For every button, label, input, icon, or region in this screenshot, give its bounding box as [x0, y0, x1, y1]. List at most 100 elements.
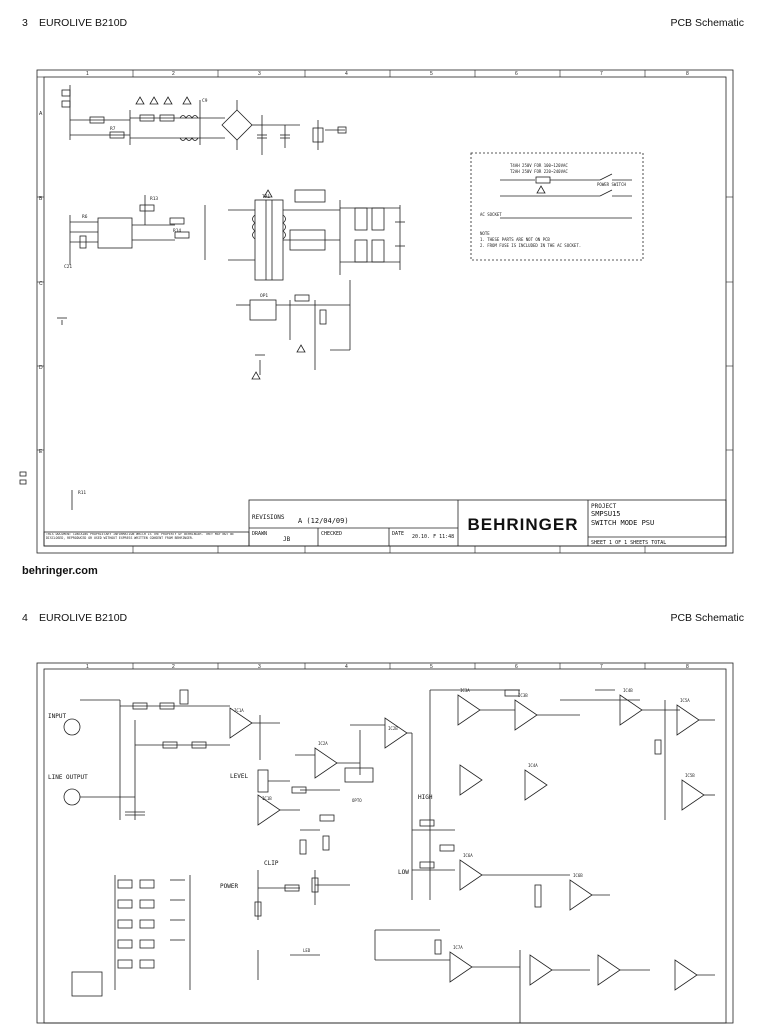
- section-title: PCB Schematic: [670, 612, 744, 624]
- component-label: R11: [78, 490, 86, 496]
- grid-row-label: E: [39, 449, 43, 455]
- ic-label: IC3B: [518, 693, 528, 698]
- grid-col-label: 2: [172, 664, 175, 670]
- grid-col-label: 8: [686, 664, 689, 670]
- grid-col-label: 1: [86, 664, 89, 670]
- title-block: [43, 499, 727, 547]
- led-label: LED: [303, 948, 311, 953]
- power-label: POWER: [220, 883, 238, 890]
- component-label: R6: [82, 214, 88, 220]
- project-label: PROJECT: [591, 503, 617, 510]
- note-power-switch: POWER SWITCH: [597, 182, 626, 187]
- crossover-lower: [374, 874, 715, 1023]
- page-number: 3: [22, 17, 28, 29]
- ic-label: IC5A: [680, 698, 690, 703]
- warning-icons: [135, 96, 546, 380]
- grid-col-label: 4: [345, 664, 348, 670]
- grid-ticks-1: [37, 70, 733, 553]
- grid-col-label: 6: [515, 71, 518, 77]
- pwm-controller: [69, 195, 206, 265]
- grid-col-label: 6: [515, 664, 518, 670]
- transformer-tr1: [228, 199, 340, 281]
- project-name: SWITCH MODE PSU: [591, 519, 654, 527]
- mains-input-section: [61, 85, 225, 145]
- revisions-label: REVISIONS: [252, 514, 285, 521]
- note-ac-socket: AC SOCKET: [480, 212, 502, 217]
- clip-label: CLIP: [264, 860, 279, 867]
- note-fuse-2: T2AH 250V FOR 220~240VAC: [510, 169, 568, 174]
- ic-label: IC2B: [388, 726, 398, 731]
- note-line-1: 1. THESE PARTS ARE NOT ON PCB: [480, 237, 550, 242]
- opto-label: OPTO: [352, 798, 362, 803]
- sheet1-frame: [36, 69, 734, 554]
- grid-ticks-2: [132, 663, 646, 669]
- mid-opamp-section: [295, 717, 413, 830]
- date-label: DATE: [392, 531, 404, 537]
- product-name: EUROLIVE B210D: [39, 612, 128, 624]
- component-label: C21: [64, 264, 72, 270]
- line-output-label: LINE OUTPUT: [48, 774, 88, 781]
- input-label: INPUT: [48, 713, 66, 720]
- ic-label: IC1A: [234, 708, 244, 713]
- component-label: R7: [110, 126, 116, 132]
- grid-col-label: 3: [258, 664, 261, 670]
- note-fuse-1: T4AH 250V FOR 100~120VAC: [510, 163, 568, 168]
- disclaimer-text: THIS DOCUMENT CONTAINS PROPRIETARY INFOR…: [46, 533, 235, 540]
- grid-col-label: 7: [600, 71, 603, 77]
- sheet2-misc-nets: [299, 814, 335, 855]
- drawn-value: JB: [283, 536, 291, 543]
- grid-col-label: 7: [600, 664, 603, 670]
- secondary-rectifiers: [289, 189, 405, 275]
- project-code: SMPSU15: [591, 510, 621, 518]
- grid-col-label: 3: [258, 71, 261, 77]
- ic-label: IC6B: [573, 873, 583, 878]
- grid-row-label: A: [39, 111, 43, 117]
- page-header: 3 EUROLIVE B210D PCB Schematic: [0, 17, 768, 37]
- ic-label: IC3A: [460, 688, 470, 693]
- ic-label: IC1B: [262, 796, 272, 801]
- note-line-2: 2. FROM FUSE IS INCLUDED IN THE AC SOCKE…: [480, 243, 581, 248]
- crossover-upper: [430, 689, 715, 820]
- page-header: 4 EUROLIVE B210D PCB Schematic: [0, 612, 768, 632]
- component-label: TR1: [262, 194, 270, 200]
- ic-label: IC2A: [318, 741, 328, 746]
- hi-lo-filter-network: [411, 690, 520, 900]
- note-box: [470, 152, 644, 261]
- component-label: R14: [173, 228, 181, 234]
- level-label: LEVEL: [230, 773, 248, 780]
- ic-label: IC6A: [463, 853, 473, 858]
- ic-label: IC4B: [623, 688, 633, 693]
- bridge-rectifier: [221, 100, 300, 155]
- grid-col-label: 1: [86, 71, 89, 77]
- ic-label: IC4A: [528, 763, 538, 768]
- grid-col-label: 5: [430, 664, 433, 670]
- power-led-section: [254, 870, 350, 980]
- grid-col-label: 4: [345, 71, 348, 77]
- checked-label: CHECKED: [321, 531, 342, 537]
- sheet2-inner-frame: [43, 668, 727, 1024]
- input-jack-section: [63, 689, 230, 820]
- input-opamp-ic1: [229, 707, 280, 760]
- note-box-wiring: [500, 173, 632, 219]
- website-link[interactable]: behringer.com: [22, 565, 98, 577]
- component-label: R13: [150, 196, 158, 202]
- page-number: 4: [22, 612, 28, 624]
- behringer-logo: BEHRINGER: [467, 515, 578, 534]
- note-title: NOTE: [480, 231, 490, 236]
- ic-label: IC7A: [453, 945, 463, 950]
- grid-row-label: C: [39, 281, 43, 287]
- power-supply-decoupling: [71, 875, 191, 997]
- level-pot: [257, 769, 340, 826]
- grid-col-label: 2: [172, 71, 175, 77]
- high-label: HIGH: [418, 794, 433, 801]
- component-label: OP1: [260, 293, 268, 299]
- sheet-count: SHEET 1 OF 1 SHEETS TOTAL: [591, 540, 666, 546]
- grid-col-label: 8: [686, 71, 689, 77]
- drawn-label: DRAWN: [252, 531, 267, 537]
- sheet2-frame: [36, 662, 734, 1024]
- product-name: EUROLIVE B210D: [39, 17, 128, 29]
- low-label: LOW: [398, 869, 409, 876]
- output-cap-cluster: [312, 120, 347, 150]
- snubber-section: [19, 317, 73, 510]
